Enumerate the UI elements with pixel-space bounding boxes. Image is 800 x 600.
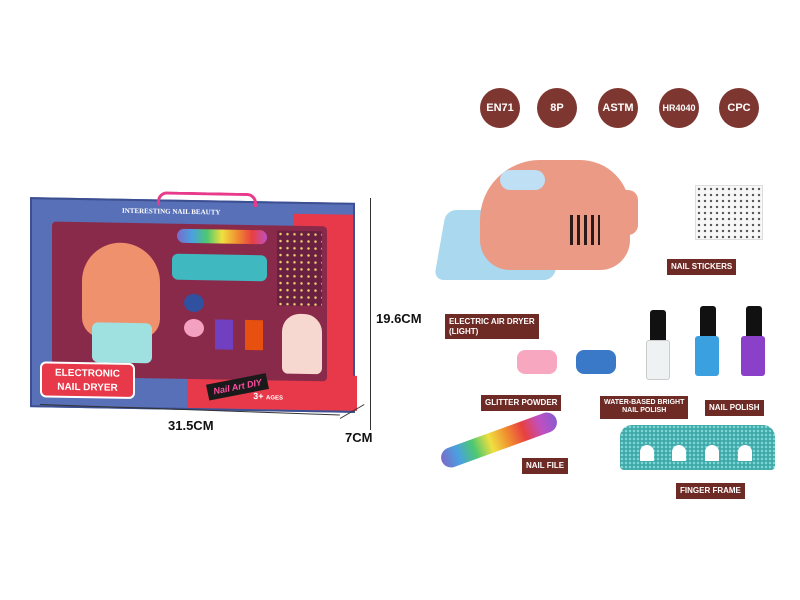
label-water-based-polish: WATER-BASED BRIGHT NAIL POLISH [600, 396, 689, 419]
label-electric-air-dryer: ELECTRIC AIR DRYER (LIGHT) [445, 314, 539, 340]
cert-badge-8p: 8P [537, 88, 577, 128]
package-window [52, 221, 327, 382]
package-stickers [277, 230, 322, 307]
cert-badge-en71: EN71 [480, 88, 520, 128]
label-line: NAIL POLISH [622, 407, 667, 415]
age-sub: AGES [265, 395, 283, 402]
height-dimension-line [370, 198, 371, 430]
finger-frame-image [620, 425, 775, 470]
clear-polish-bottle [646, 340, 670, 380]
badge-text: CPC [727, 102, 751, 114]
label-nail-file: NAIL FILE [522, 458, 569, 474]
dryer-side [600, 190, 638, 235]
label-glitter-powder: GLITTER POWDER [481, 395, 562, 411]
blue-polish-cap [700, 306, 716, 336]
clear-polish-cap [650, 310, 666, 340]
glitter-jar-pink [517, 350, 557, 374]
package-glitter-pink [184, 318, 204, 338]
package-handle [157, 191, 257, 208]
package-polish-orange [245, 319, 263, 351]
dryer-vents [570, 215, 600, 245]
package-hand-illustration [282, 313, 322, 375]
height-dimension: 19.6CM [376, 311, 422, 326]
package-finger-frame [172, 253, 267, 282]
badge-text: HR4040 [662, 103, 696, 113]
package-product-name: ELECTRONIC NAIL DRYER [40, 361, 135, 399]
badge-text: EN71 [486, 102, 514, 114]
depth-dimension: 7CM [345, 430, 373, 445]
label-nail-stickers: NAIL STICKERS [667, 259, 737, 275]
frame-gap [705, 445, 719, 461]
purple-polish-bottle [741, 336, 765, 376]
label-finger-frame: FINGER FRAME [676, 483, 745, 499]
package-header-text: INTERESTING NAIL BEAUTY [122, 206, 221, 217]
glitter-jar-blue [576, 350, 616, 374]
frame-gap [640, 445, 654, 461]
badge-text: 8P [550, 102, 564, 114]
label-line: WATER-BASED BRIGHT [604, 399, 685, 406]
label-line: (LIGHT) [449, 326, 479, 336]
cert-badge-cpc: CPC [719, 88, 759, 128]
product-package: INTERESTING NAIL BEAUTY ELECTRONIC NAIL … [30, 191, 357, 413]
cert-badge-hr4040: HR4040 [659, 88, 699, 128]
badge-text: ASTM [602, 102, 634, 114]
label-line: ELECTRIC AIR DRYER [449, 317, 535, 326]
width-dimension: 31.5CM [168, 418, 214, 433]
dryer-tray-image [92, 322, 152, 364]
age-value: 3+ [253, 391, 264, 402]
cert-badge-astm: ASTM [598, 88, 638, 128]
product-name-line2: NAIL DRYER [57, 381, 118, 394]
frame-gap [672, 445, 686, 461]
purple-polish-cap [746, 306, 762, 336]
package-glitter-blue [184, 293, 204, 313]
label-nail-polish: NAIL POLISH [705, 400, 764, 416]
dryer-bow [500, 170, 545, 190]
product-name-line1: ELECTRONIC [55, 367, 120, 380]
age-label: 3+ AGES [253, 391, 283, 402]
nail-stickers-image [695, 185, 763, 240]
package-polish-purple [215, 319, 233, 350]
frame-gap [738, 445, 752, 461]
package-nail-file [177, 228, 267, 245]
blue-polish-bottle [695, 336, 719, 376]
